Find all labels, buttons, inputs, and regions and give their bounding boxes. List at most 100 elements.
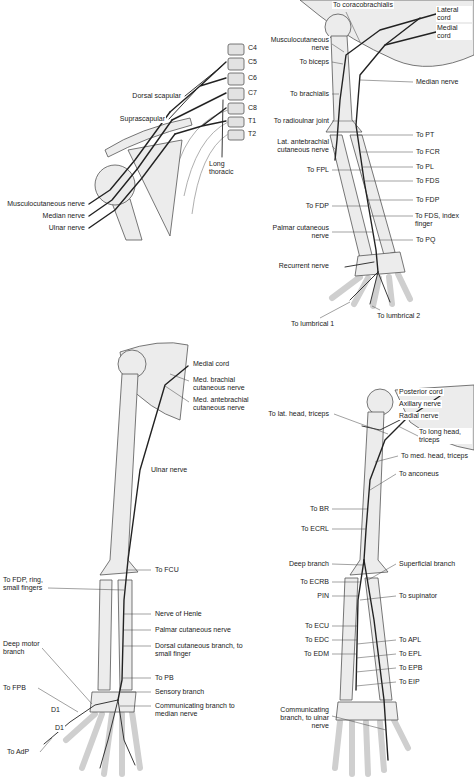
nerve-label: To coracobrachialis bbox=[332, 1, 394, 9]
bone2-line bbox=[228, 44, 244, 55]
nerve-label: To FPL bbox=[306, 166, 330, 174]
nerve-label: Median nerve bbox=[42, 212, 86, 220]
nerve-label: To BR bbox=[309, 505, 330, 513]
nerve-label: To lat. head, triceps bbox=[267, 410, 330, 418]
nerve-label: To ECRB bbox=[299, 578, 330, 586]
nerve-label: To lumbrical 2 bbox=[376, 312, 421, 320]
nerve-label: Ulnar nerve bbox=[48, 224, 86, 232]
bone2-line bbox=[228, 73, 244, 85]
nerve-label: Communicating branch, to ulnar nerve bbox=[260, 706, 330, 730]
nerve-line bbox=[385, 18, 420, 45]
nerve-label: To AdP bbox=[6, 748, 30, 756]
nerve-line bbox=[89, 134, 175, 228]
radial-nerve-figure bbox=[332, 385, 474, 774]
nerve-line bbox=[364, 560, 388, 760]
twig-line bbox=[362, 420, 400, 430]
nerve-label: To ECU bbox=[304, 622, 330, 630]
nerve-label: To FPB bbox=[2, 684, 27, 692]
nerve-label: To supinator bbox=[398, 592, 438, 600]
twig-line bbox=[185, 66, 222, 96]
nerve-label: To APL bbox=[398, 636, 422, 644]
nerve-label: C6 bbox=[247, 74, 258, 82]
nerve-line bbox=[175, 108, 226, 134]
bone2-line bbox=[228, 103, 244, 114]
nerve-label: Sensory branch bbox=[154, 688, 205, 696]
twig-line bbox=[345, 262, 390, 304]
nerve-label: To med. head, triceps bbox=[400, 452, 469, 460]
plexus-figure bbox=[89, 44, 244, 240]
nerve-label: To PT bbox=[415, 131, 435, 139]
nerve-label: To biceps bbox=[298, 58, 330, 66]
nerve-label: To EDC bbox=[304, 636, 330, 644]
nerve-label: T1 bbox=[247, 117, 257, 125]
nerve-label: Deep motor branch bbox=[2, 640, 42, 656]
nerve-label: To FDS bbox=[415, 177, 440, 185]
nerve-label: D1 bbox=[54, 724, 65, 732]
nerve-label: To EDM bbox=[303, 650, 330, 658]
nerve-label: Dorsal cutaneous branch, to small finger bbox=[154, 642, 246, 658]
nerve-label: Medial cord bbox=[436, 24, 472, 40]
nerve-label: To EPB bbox=[398, 664, 423, 672]
nerve-label: To anconeus bbox=[398, 470, 440, 478]
nerve-label: Superficial branch bbox=[398, 560, 456, 568]
nerve-label: To EPL bbox=[398, 650, 423, 658]
nerve-label: To FDP bbox=[415, 196, 440, 204]
bone-line bbox=[300, 0, 474, 66]
bone-line bbox=[336, 702, 398, 720]
twig-line bbox=[222, 100, 223, 157]
nerve-label: C7 bbox=[247, 89, 258, 97]
nerve-label: Palmar cutaneous nerve bbox=[154, 626, 232, 634]
nerve-label: Med. antebrachial cutaneous nerve bbox=[192, 396, 264, 412]
bone2-line bbox=[228, 58, 244, 70]
lead-line bbox=[320, 302, 380, 318]
bone-line bbox=[365, 578, 392, 700]
lead-line bbox=[346, 12, 360, 42]
bone-line bbox=[350, 135, 395, 255]
nerve-label: Radial nerve bbox=[398, 412, 439, 420]
nerve-label: C5 bbox=[247, 58, 258, 66]
nerve-line bbox=[356, 560, 364, 690]
nerve-label: To PQ bbox=[415, 236, 436, 244]
bone-line bbox=[340, 578, 358, 700]
nerve-label: To FDP, ring, small fingers bbox=[2, 576, 48, 592]
nerve-label: Axillary nerve bbox=[398, 400, 442, 408]
nerve-label: To FDP bbox=[305, 202, 330, 210]
bone-line bbox=[367, 389, 393, 415]
lead-line bbox=[332, 44, 373, 232]
bone2-line bbox=[228, 88, 244, 100]
nerve-line bbox=[89, 120, 172, 216]
nerve-label: To EIP bbox=[398, 678, 421, 686]
bone-line bbox=[395, 385, 474, 450]
nerve-label: To PL bbox=[415, 163, 435, 171]
lead-line bbox=[38, 588, 124, 752]
nerve-label: To ECRL bbox=[300, 525, 330, 533]
nerve-label: Ulnar nerve bbox=[150, 466, 188, 474]
nerve-label: Dorsal scapular bbox=[131, 92, 182, 100]
nerve-label: To long head, triceps bbox=[418, 428, 472, 444]
nerve-label: Recurrent nerve bbox=[278, 262, 330, 270]
nerve-label: Musculocutaneous nerve bbox=[6, 200, 86, 208]
nerve-label: Lat. antebrachial cutaneous nerve bbox=[260, 138, 330, 154]
nerve-label: Long thoracic bbox=[208, 160, 250, 176]
finger-line bbox=[66, 712, 140, 774]
nerve-label: To radioulnar joint bbox=[273, 117, 330, 125]
nerve-label: To FCR bbox=[415, 148, 441, 156]
lead-line bbox=[358, 80, 413, 240]
nerve-line bbox=[170, 62, 226, 112]
twig-line bbox=[44, 700, 135, 768]
nerve-label: To PB bbox=[154, 674, 175, 682]
lead-line bbox=[356, 564, 396, 686]
nerve-label: To FDS, index finger bbox=[414, 212, 472, 228]
nerve-label: C8 bbox=[247, 104, 258, 112]
nerve-label: D1 bbox=[50, 706, 61, 714]
bone-line bbox=[100, 374, 138, 575]
bone-line bbox=[98, 580, 112, 690]
nerve-label: Med. brachial cutaneous nerve bbox=[192, 376, 264, 392]
nerve-label: Posterior cord bbox=[398, 388, 444, 396]
bone2-line bbox=[228, 117, 244, 127]
nerve-label: Medial cord bbox=[192, 360, 230, 368]
nerve-label: Lateral cord bbox=[436, 6, 472, 22]
nerve-label: To lumbrical 1 bbox=[290, 320, 335, 328]
nerve-label: Palmar cutaneous nerve bbox=[260, 224, 330, 240]
